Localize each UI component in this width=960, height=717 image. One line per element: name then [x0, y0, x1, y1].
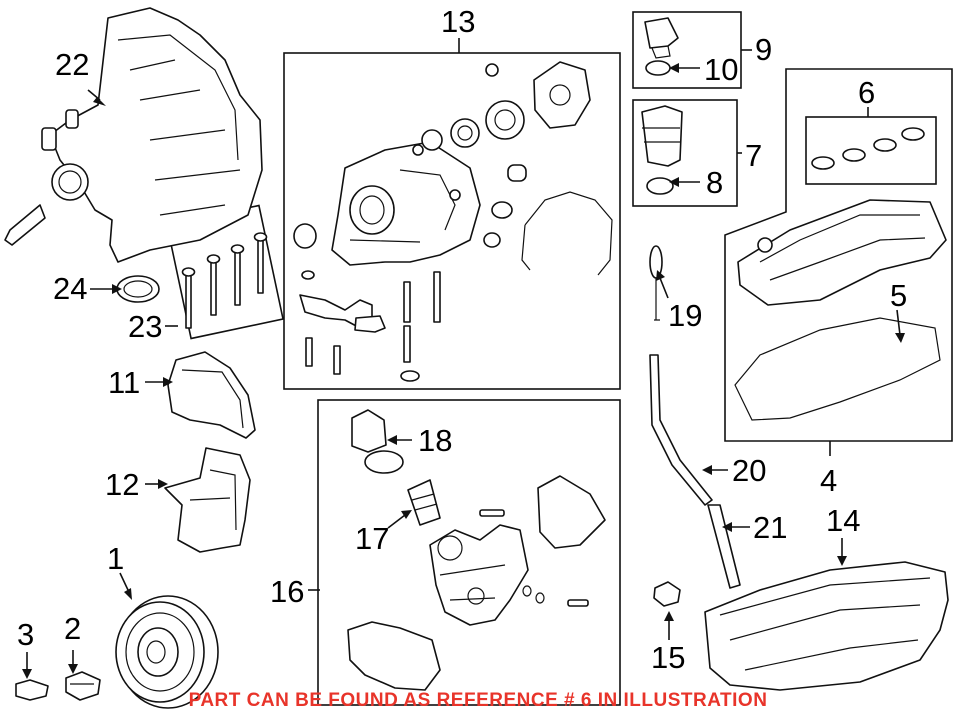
callout-15: 15 [651, 640, 685, 675]
callout-12: 12 [105, 467, 139, 502]
callout-11: 11 [108, 365, 140, 400]
crankshaft-pulley [115, 595, 219, 709]
callout-22: 22 [55, 47, 89, 82]
callout-19: 19 [668, 298, 702, 333]
valve-cover [737, 199, 947, 306]
manifold-bolts [181, 232, 268, 329]
oil-filter-element [407, 479, 441, 526]
dipstick-tube [649, 354, 713, 506]
group-box-16 [317, 399, 621, 706]
front-seal [293, 223, 317, 249]
filter-cap-seal [646, 177, 674, 195]
oil-pickup-tube [299, 294, 386, 333]
small-o-ring [301, 270, 315, 280]
filter-cap [351, 409, 387, 453]
callout-24: 24 [53, 271, 87, 306]
callout-6: 6 [858, 75, 875, 110]
callout-10: 10 [704, 52, 738, 87]
group-box-13 [283, 52, 621, 390]
reference-notice: PART CAN BE FOUND AS REFERENCE # 6 IN IL… [189, 690, 768, 711]
oil-pump-gears [421, 100, 525, 151]
dipstick-tube-lower [707, 504, 741, 589]
intake-manifold [4, 7, 263, 263]
callout-16: 16 [270, 574, 304, 609]
callout-2: 2 [64, 611, 81, 646]
callout-17: 17 [355, 521, 389, 556]
pump-cover-plate [533, 61, 591, 129]
timing-cover-upper [167, 351, 256, 439]
dipstick [649, 245, 663, 321]
filter-cap-o-ring [364, 450, 404, 474]
callout-labels: 22 24 23 11 12 1 2 3 13 10 9 8 7 6 5 4 1… [17, 4, 907, 675]
housing-heat-shield [537, 475, 606, 549]
callout-13: 13 [441, 4, 475, 39]
callout-7: 7 [745, 138, 762, 173]
callout-1: 1 [107, 541, 124, 576]
pulley-bolt [65, 671, 101, 701]
timing-cover-lower [164, 447, 251, 553]
callout-5: 5 [890, 278, 907, 313]
callout-4: 4 [820, 463, 837, 498]
front-cover [331, 141, 481, 266]
oil-cooler [347, 621, 441, 691]
callout-3: 3 [17, 617, 34, 652]
callout-20: 20 [732, 453, 766, 488]
cover-gasket [521, 191, 613, 276]
seal-ring [491, 201, 513, 219]
callout-23: 23 [128, 309, 162, 344]
leader-lines [22, 38, 905, 679]
oil-filter-housing-cap [641, 105, 683, 167]
drain-plug [653, 581, 681, 607]
callout-14: 14 [826, 503, 860, 538]
throttle-gasket [116, 275, 160, 303]
callout-9: 9 [755, 32, 772, 67]
spark-plug-seals [811, 127, 925, 170]
oil-filter-housing [429, 524, 529, 626]
callout-8: 8 [706, 165, 723, 200]
relief-plug [507, 164, 527, 182]
oil-pan [704, 561, 949, 691]
oil-filler-cap [644, 17, 679, 59]
small-bolt [15, 679, 49, 701]
cover-bolts [305, 271, 441, 382]
seal-ring-2 [483, 232, 501, 248]
filler-cap-seal [645, 60, 671, 76]
housing-bolts-16 [479, 509, 589, 607]
group-box-6 [805, 116, 937, 185]
dowel-pin [485, 63, 499, 77]
callout-18: 18 [418, 423, 452, 458]
valve-cover-gasket [734, 317, 941, 421]
group-box-4 [724, 68, 953, 442]
callout-21: 21 [753, 510, 787, 545]
